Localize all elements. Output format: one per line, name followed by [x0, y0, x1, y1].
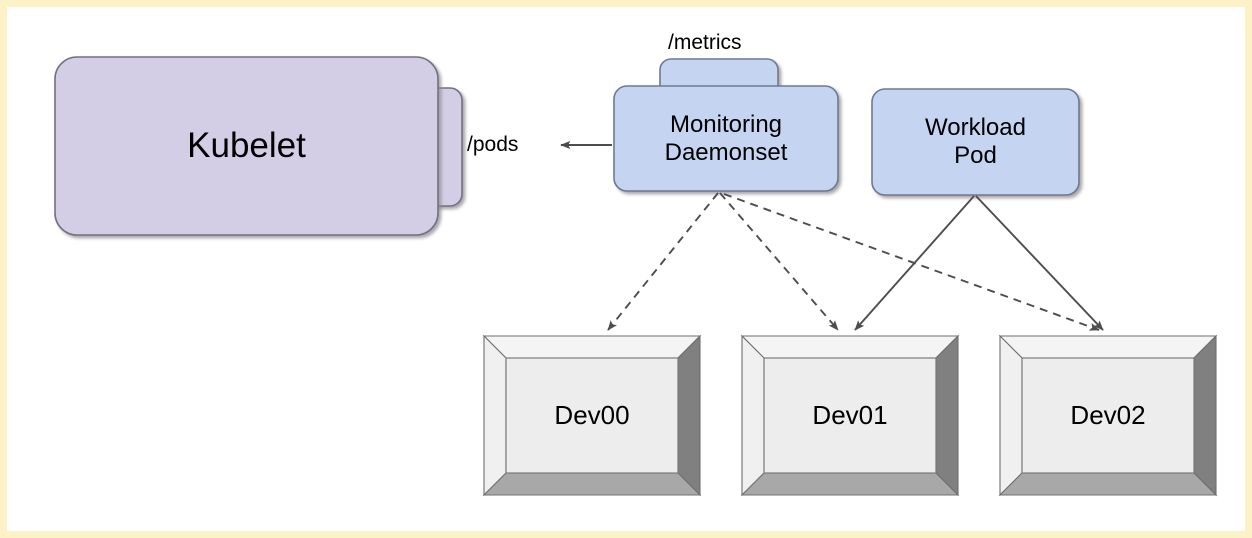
edge-monitoring-to-dev00	[607, 192, 719, 331]
dev02-bottom-bevel	[998, 472, 1218, 496]
edge-monitoring-to-dev02	[723, 193, 1100, 331]
node-dev02[interactable]	[998, 334, 1218, 497]
dev01-left-bevel	[741, 334, 765, 497]
dev00-right-bevel	[677, 334, 701, 497]
dev01-face	[763, 357, 937, 474]
dev01-top-bevel	[740, 335, 960, 359]
kubelet-body	[54, 56, 439, 236]
edge-workload-to-dev01	[854, 195, 975, 331]
dev02-face	[1021, 357, 1195, 474]
dev02-left-bevel	[999, 334, 1023, 497]
dev02-top-bevel	[998, 335, 1218, 359]
node-monitoring-daemonset[interactable]	[613, 58, 839, 192]
dev01-right-bevel	[935, 334, 959, 497]
workload-pod-body	[871, 88, 1080, 196]
edge-workload-to-dev02	[975, 195, 1104, 331]
dev00-bottom-bevel	[482, 472, 702, 496]
dev00-left-bevel	[483, 334, 507, 497]
dev02-right-bevel	[1193, 334, 1217, 497]
node-workload-pod[interactable]	[871, 88, 1080, 196]
dev00-face	[505, 357, 679, 474]
edge-monitoring-to-dev01	[719, 192, 839, 331]
dev00-top-bevel	[482, 335, 702, 359]
dev01-bottom-bevel	[740, 472, 960, 496]
monitoring-body	[613, 85, 839, 192]
node-kubelet[interactable]	[54, 56, 463, 236]
node-dev01[interactable]	[740, 334, 960, 497]
node-dev00[interactable]	[482, 334, 702, 497]
